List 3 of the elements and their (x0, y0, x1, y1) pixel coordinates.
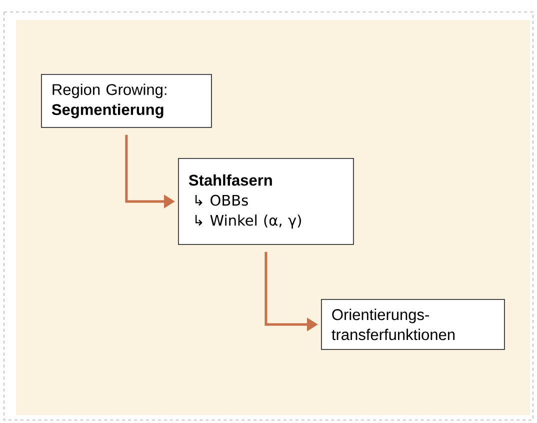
process-box: Region Growing: Segmentierung (41, 74, 212, 128)
process-box: Stahlfasern ↳ OBBs ↳ Winkel (α, γ) (178, 158, 354, 245)
process-box: Orientierungs- transferfunktionen (321, 299, 505, 350)
